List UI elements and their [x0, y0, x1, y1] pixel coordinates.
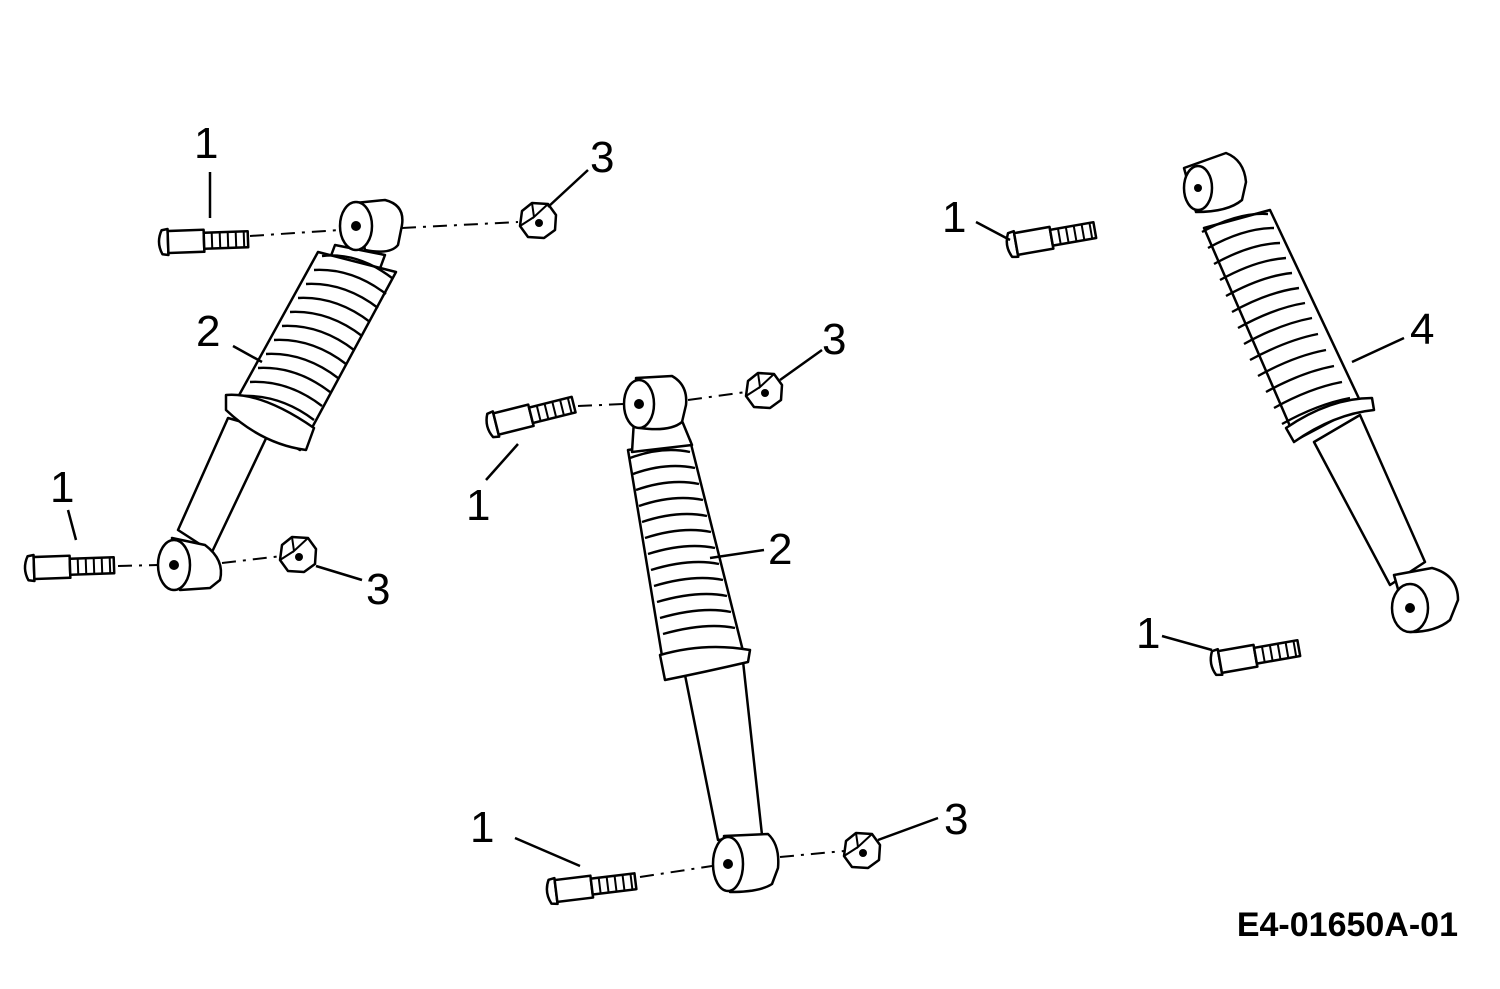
right-bellows-folds [1201, 212, 1351, 426]
callout-4-right: 4 [1410, 305, 1434, 354]
left-shock-absorber [156, 198, 404, 592]
bolt-left-upper [157, 224, 250, 257]
callout-1-right-upper: 1 [942, 193, 966, 242]
callout-2-middle: 2 [768, 525, 792, 574]
bolt-middle-lower [544, 867, 639, 907]
bolt-left-lower [23, 550, 116, 583]
drawing-code: E4-01650A-01 [1237, 906, 1458, 944]
middle-spring-seat [658, 645, 752, 682]
middle-shock-absorber [622, 374, 780, 894]
nut-left-upper [518, 201, 558, 240]
nut-middle-upper [744, 371, 784, 410]
callout-3-middle-lower: 3 [944, 795, 968, 844]
callout-1-middle-lower: 1 [470, 803, 494, 852]
callout-1-middle-upper: 1 [466, 481, 490, 530]
nut-middle-lower [842, 831, 882, 870]
right-bellows-collar [1284, 396, 1376, 444]
right-shock-absorber [1182, 151, 1460, 634]
left-shock-body [176, 416, 272, 554]
callout-1-right-lower: 1 [1136, 609, 1160, 658]
callout-2-left: 2 [196, 307, 220, 356]
right-shock-body [1312, 413, 1427, 587]
assembly-axes [117, 221, 845, 878]
middle-shock-body [680, 650, 764, 842]
bolt-middle-upper [482, 390, 579, 441]
nut-left-lower [278, 535, 318, 574]
callout-1-left-lower: 1 [50, 463, 74, 512]
left-spring-seat [224, 393, 316, 452]
callout-3-middle-upper: 3 [822, 315, 846, 364]
callout-labels: 1 3 2 1 3 3 1 2 1 3 1 4 1 [50, 119, 1434, 852]
middle-spring-body [626, 438, 746, 670]
bolt-right-lower [1207, 634, 1303, 678]
bolt-right-upper [1003, 216, 1099, 260]
leader-lines [66, 169, 1405, 868]
middle-spring-coils [629, 448, 736, 636]
callout-1-left-upper: 1 [194, 119, 218, 168]
callout-3-left-lower: 3 [366, 565, 390, 614]
callout-3-left-upper: 3 [590, 133, 614, 182]
